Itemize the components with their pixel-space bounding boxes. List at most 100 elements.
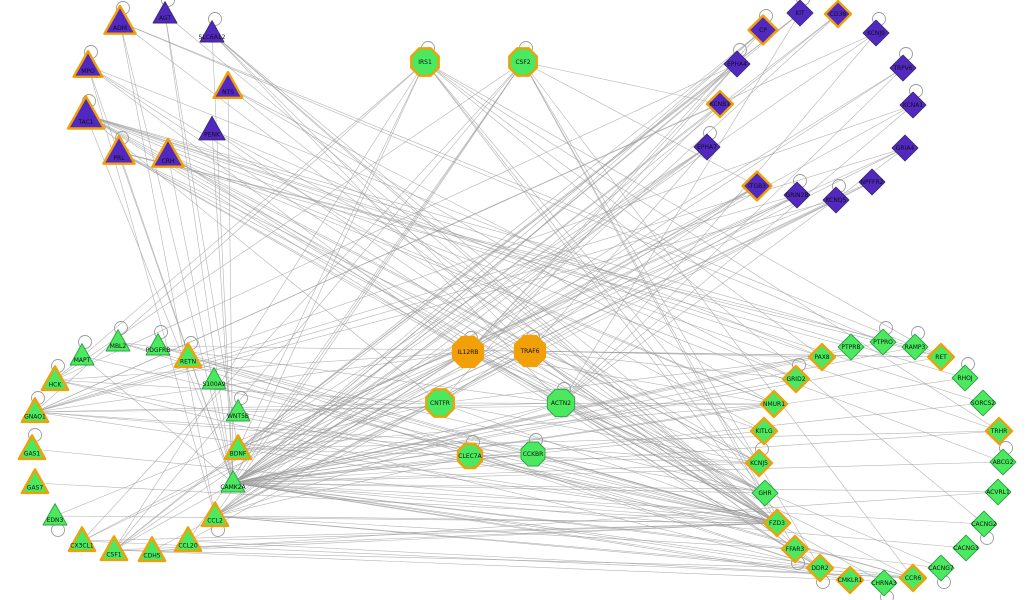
node-CSF1[interactable]	[99, 535, 129, 562]
node-KCNJ5[interactable]	[744, 448, 774, 478]
node-CACNG7[interactable]	[927, 554, 955, 582]
edge	[532, 453, 766, 494]
node-SORCS2[interactable]	[969, 389, 997, 417]
node-PTPRO[interactable]	[869, 328, 897, 356]
node-RHOJ[interactable]	[951, 364, 979, 392]
node-GAS7[interactable]	[20, 468, 50, 495]
node-ITGB3[interactable]	[741, 170, 773, 202]
node-CP[interactable]	[747, 14, 779, 46]
edge	[113, 29, 764, 551]
edge	[87, 65, 760, 464]
node-KCNA1[interactable]	[899, 91, 927, 119]
node-TRPV6[interactable]	[889, 54, 917, 82]
node-FFAR3[interactable]	[780, 534, 810, 564]
node-NTS[interactable]	[212, 70, 244, 100]
edge	[232, 377, 966, 484]
node-FZD3[interactable]	[762, 508, 792, 538]
node-GRID2[interactable]	[781, 364, 811, 394]
node-CMKLR1[interactable]	[835, 565, 865, 595]
edge	[560, 402, 885, 584]
node-PTPRB[interactable]	[837, 333, 865, 361]
edge	[467, 185, 758, 353]
node-EPHA4[interactable]	[723, 50, 751, 78]
edge	[54, 63, 738, 381]
edge	[232, 482, 914, 579]
edge	[118, 151, 852, 348]
node-RAMP3[interactable]	[901, 333, 929, 361]
node-GHR[interactable]	[751, 479, 779, 507]
node-CACNG2[interactable]	[970, 510, 998, 538]
edge	[424, 61, 942, 358]
node-ACVRL1[interactable]	[984, 478, 1012, 506]
node-RET[interactable]	[926, 342, 956, 372]
node-DDR2[interactable]	[805, 553, 835, 583]
edge	[34, 411, 778, 524]
node-CD38[interactable]	[823, 0, 853, 29]
node-ACTN2[interactable]	[546, 388, 576, 418]
node-CAMK2A[interactable]	[220, 470, 246, 493]
node-TAC1[interactable]	[66, 95, 106, 130]
node-CCL20[interactable]	[173, 526, 203, 553]
edge	[167, 154, 760, 464]
node-EPHA7[interactable]	[693, 133, 721, 161]
node-KCNB1[interactable]	[705, 89, 735, 119]
edge	[529, 350, 778, 524]
node-PAX8[interactable]	[807, 342, 837, 372]
edge	[85, 114, 778, 524]
node-PENK[interactable]	[198, 115, 226, 141]
edge	[237, 61, 426, 450]
node-IRS1[interactable]	[410, 47, 440, 77]
edge	[522, 61, 821, 569]
node-CHRNA3[interactable]	[870, 569, 898, 597]
node-BDNF[interactable]	[223, 434, 253, 461]
node-CCKBR[interactable]	[520, 441, 546, 467]
node-S100A9[interactable]	[201, 367, 227, 390]
node-CCL2[interactable]	[200, 501, 230, 528]
node-CNTFR[interactable]	[425, 388, 455, 418]
edge	[467, 351, 766, 494]
node-CLEC7A[interactable]	[456, 442, 484, 470]
node-KCNQ5[interactable]	[822, 186, 850, 214]
edge	[113, 61, 524, 551]
edge	[85, 114, 469, 353]
node-AGT[interactable]	[152, 1, 178, 24]
node-NMUR1[interactable]	[759, 389, 789, 419]
node-NPFFR2[interactable]	[858, 168, 886, 196]
node-WNT5B[interactable]	[225, 399, 251, 422]
node-PDGFRB[interactable]	[145, 333, 171, 356]
node-IL12RB[interactable]	[451, 335, 485, 369]
node-CACNG3[interactable]	[952, 534, 980, 562]
node-KCNJ9[interactable]	[862, 19, 890, 47]
edge	[187, 61, 524, 542]
node-GRIA4[interactable]	[891, 134, 919, 162]
node-KITLG[interactable]	[749, 416, 779, 446]
node-CSF2[interactable]	[508, 47, 538, 77]
edge	[34, 411, 760, 464]
node-ABCG2[interactable]	[989, 448, 1017, 476]
node-MPO[interactable]	[72, 49, 104, 79]
edge	[467, 63, 738, 353]
node-SLC6A12[interactable]	[199, 20, 225, 43]
node-CCR6[interactable]	[898, 563, 928, 593]
node-TRAF6[interactable]	[513, 334, 547, 368]
node-EDN3[interactable]	[42, 503, 68, 526]
edge	[522, 61, 758, 187]
edge	[113, 61, 426, 551]
node-HCK[interactable]	[40, 365, 70, 392]
node-ADM[interactable]	[103, 4, 137, 35]
edge	[118, 151, 916, 348]
node-CDH5[interactable]	[137, 536, 167, 563]
node-GAS1[interactable]	[17, 434, 47, 461]
node-TRHR[interactable]	[984, 416, 1014, 446]
node-MAPT[interactable]	[69, 343, 95, 366]
node-GRIN2B[interactable]	[783, 181, 811, 209]
node-CX3CL1[interactable]	[67, 526, 97, 553]
node-KIT[interactable]	[786, 0, 814, 27]
node-CRH[interactable]	[151, 137, 185, 168]
node-GNAO1[interactable]	[20, 397, 50, 424]
node-PRL[interactable]	[102, 134, 136, 165]
edge	[232, 402, 562, 484]
node-RETN[interactable]	[173, 342, 203, 369]
edge	[237, 402, 562, 413]
node-MBL2[interactable]	[105, 329, 131, 352]
